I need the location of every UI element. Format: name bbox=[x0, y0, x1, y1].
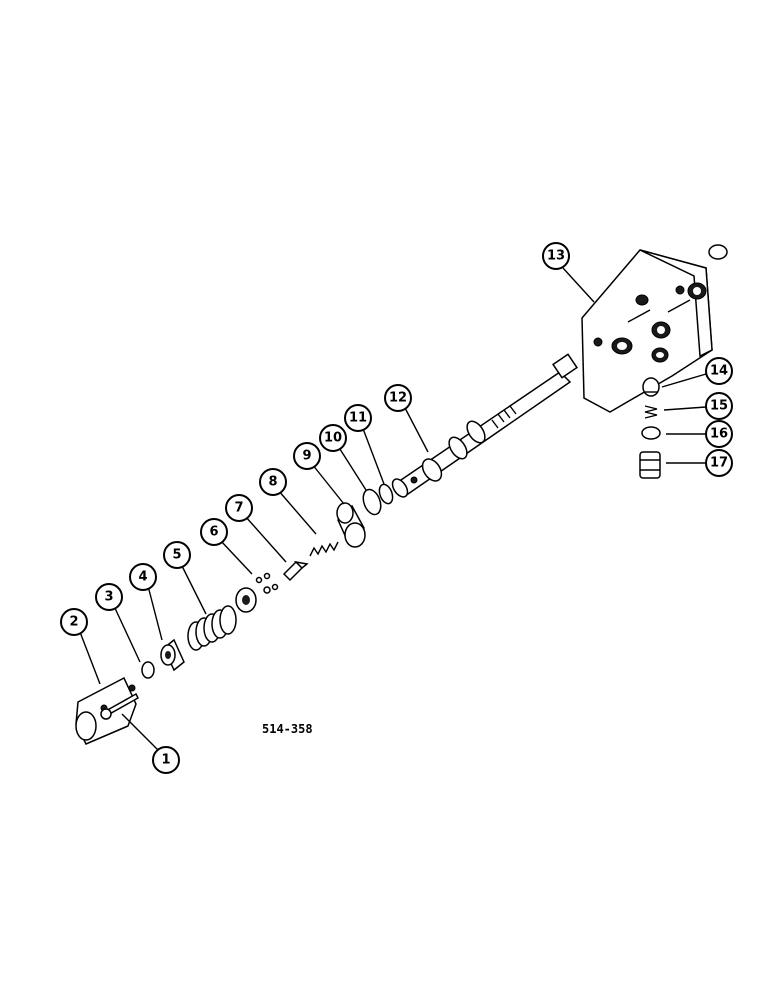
callout-16: 16 bbox=[705, 420, 733, 448]
callout-15-label: 15 bbox=[710, 399, 728, 414]
part-12-spool bbox=[391, 353, 578, 498]
callout-17: 17 bbox=[705, 449, 733, 477]
callout-3-label: 3 bbox=[104, 590, 113, 605]
callout-10: 10 bbox=[319, 424, 347, 452]
callout-3: 3 bbox=[95, 583, 123, 611]
part-10-ring bbox=[362, 488, 382, 516]
callout-11-label: 11 bbox=[349, 411, 367, 426]
callout-4-label: 4 bbox=[138, 570, 147, 585]
callout-11: 11 bbox=[344, 404, 372, 432]
part-4-cap bbox=[160, 638, 185, 672]
callout-16-label: 16 bbox=[710, 427, 728, 442]
callout-5: 5 bbox=[163, 541, 191, 569]
callout-5-label: 5 bbox=[172, 548, 181, 563]
callout-9-label: 9 bbox=[302, 449, 311, 464]
callout-1-label: 1 bbox=[161, 753, 170, 768]
part-15-spring bbox=[644, 405, 658, 419]
part-8-small-spring bbox=[309, 541, 339, 557]
part-9-bushing bbox=[336, 502, 366, 548]
part-7-poppet bbox=[282, 560, 309, 582]
figure-code: 514-358 bbox=[262, 722, 313, 736]
part-11-seal-ring bbox=[378, 483, 394, 505]
callout-4: 4 bbox=[129, 563, 157, 591]
part-1-screw bbox=[100, 692, 139, 720]
callout-2-label: 2 bbox=[69, 615, 78, 630]
callout-7: 7 bbox=[225, 494, 253, 522]
callout-12: 12 bbox=[384, 384, 412, 412]
callout-7-label: 7 bbox=[234, 501, 243, 516]
callout-17-label: 17 bbox=[710, 456, 728, 471]
part-6-seat bbox=[235, 572, 279, 613]
callout-8-label: 8 bbox=[268, 475, 277, 490]
part-5-large-spring bbox=[187, 605, 237, 651]
callout-12-label: 12 bbox=[389, 391, 407, 406]
o-ring-body-icon bbox=[708, 244, 728, 260]
callout-1: 1 bbox=[152, 746, 180, 774]
callout-13-label: 13 bbox=[547, 249, 565, 264]
part-14-ball bbox=[642, 377, 660, 397]
callout-13: 13 bbox=[542, 242, 570, 270]
callout-6-label: 6 bbox=[209, 525, 218, 540]
callout-6: 6 bbox=[200, 518, 228, 546]
callout-9: 9 bbox=[293, 442, 321, 470]
part-16-o-ring bbox=[641, 426, 661, 440]
part-17-plug bbox=[639, 451, 661, 479]
leader-lines bbox=[79, 267, 707, 751]
callout-14-label: 14 bbox=[710, 364, 728, 379]
callout-15: 15 bbox=[705, 392, 733, 420]
part-3-snap-ring bbox=[141, 661, 155, 679]
callout-10-label: 10 bbox=[324, 431, 342, 446]
callout-14: 14 bbox=[705, 357, 733, 385]
callout-8: 8 bbox=[259, 468, 287, 496]
callout-2: 2 bbox=[60, 608, 88, 636]
part-13-valve-body bbox=[581, 249, 713, 413]
